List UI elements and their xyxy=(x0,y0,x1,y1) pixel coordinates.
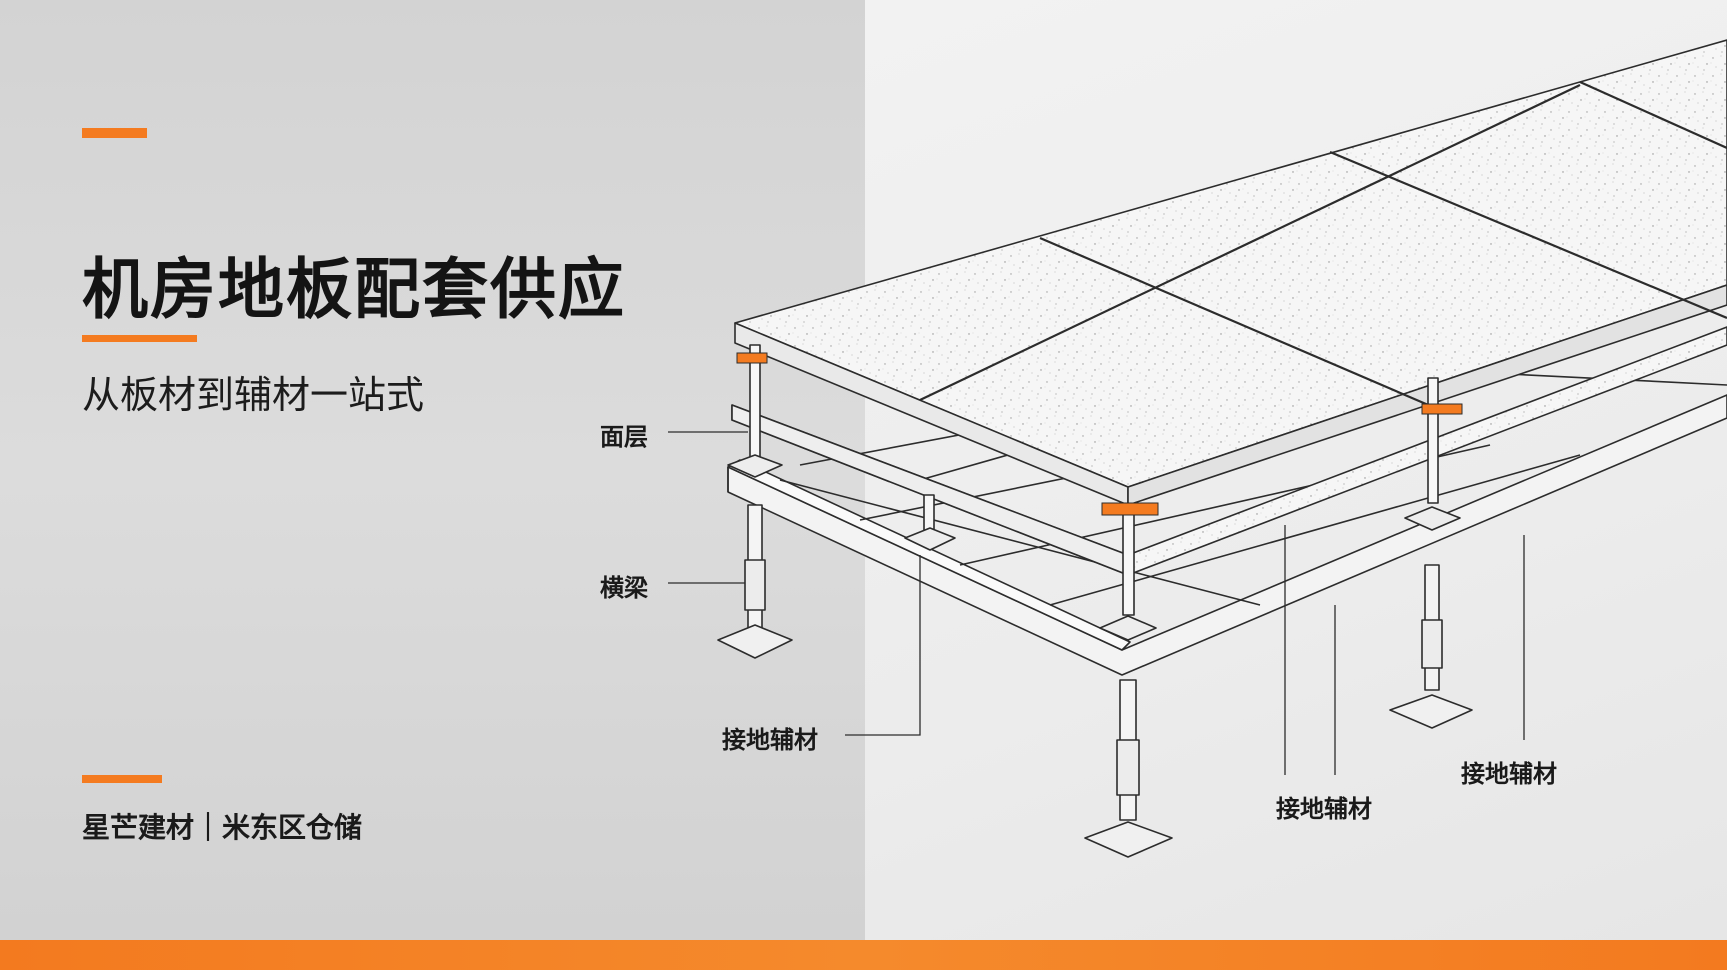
label-beam: 横梁 xyxy=(600,574,648,602)
pedestal-support-front-center xyxy=(1084,679,1173,858)
orange-pedestal-pads xyxy=(736,352,1463,516)
callout-leader-lines xyxy=(668,431,1525,775)
page-subtitle: 从板材到辅材一站式 xyxy=(82,373,425,417)
label-grounding-accessories-1: 接地辅材 xyxy=(722,726,818,754)
accent-bar-top xyxy=(82,128,147,138)
label-grounding-accessories-2: 接地辅材 xyxy=(1276,795,1372,823)
label-surface-layer: 面层 xyxy=(600,423,648,451)
pedestal-support-front-left xyxy=(717,504,793,659)
left-panel xyxy=(0,0,865,940)
bottom-accent-bar xyxy=(0,940,1727,970)
label-grounding-accessories-3: 接地辅材 xyxy=(1461,760,1557,788)
company-footer: 星芒建材｜米东区仓储 xyxy=(82,811,363,844)
accent-bar-footer xyxy=(82,775,162,783)
raised-floor-illustration xyxy=(668,39,1727,858)
top-floor-deck xyxy=(734,39,1727,506)
pedestal-posts-upper xyxy=(727,344,1461,641)
accent-bar-title-underline xyxy=(82,335,197,342)
page-title: 机房地板配套供应 xyxy=(82,251,626,328)
pedestal-support-right xyxy=(1389,564,1473,729)
